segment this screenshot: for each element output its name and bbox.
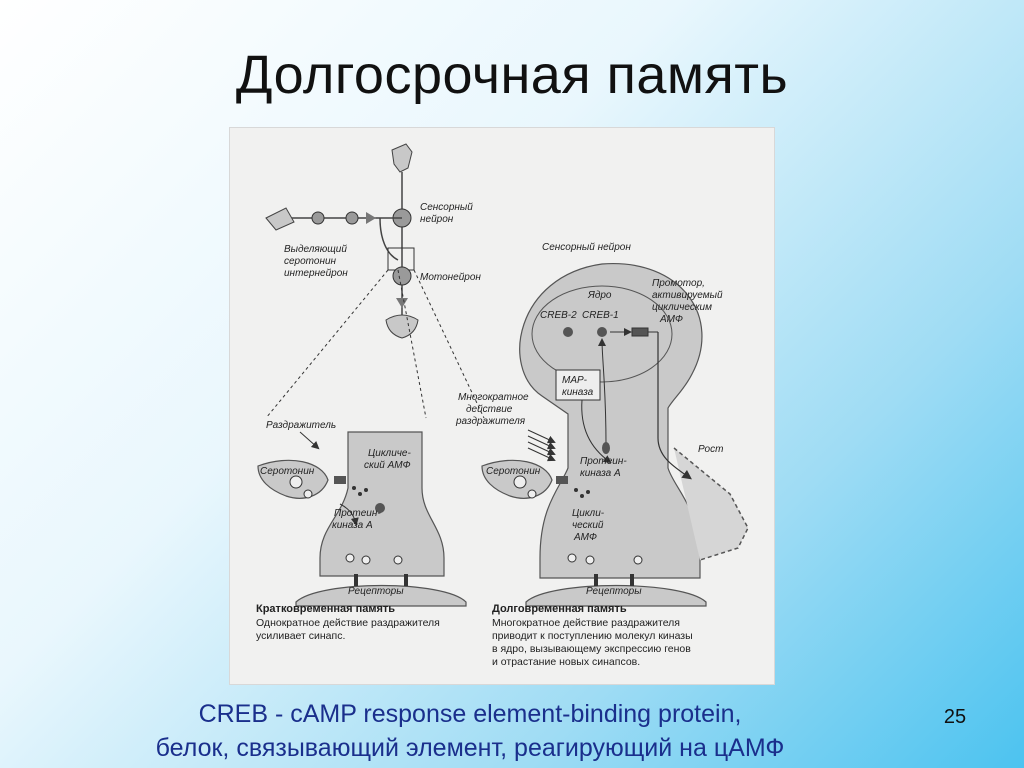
caption-long-term: Долговременная память Многократное дейст…	[492, 603, 693, 668]
label-interneuron-3: интернейрон	[284, 268, 348, 279]
caption-short-title: Кратковременная память	[256, 603, 395, 615]
label-sensory-neuron-right: Сенсорный нейрон	[542, 242, 631, 253]
label-camp-left-2: ский АМФ	[364, 460, 411, 471]
creb1-molecule	[597, 327, 607, 337]
memory-diagram: Сенсорный нейрон Выделяющий серотонин ин…	[229, 127, 775, 685]
caption-long-1: Многократное действие раздражителя	[492, 617, 680, 629]
repeated-stimulus-arrows	[527, 429, 556, 462]
label-creb1: CREB-1	[582, 310, 619, 321]
label-repeated-3: раздражителя	[455, 416, 526, 427]
label-promoter-3: циклическим	[652, 302, 712, 313]
label-repeated-2: действие	[466, 404, 513, 415]
short-term-synapse: Раздражитель Серотонин Цикличе- ский АМФ…	[257, 420, 467, 607]
label-motoneuron: Мотонейрон	[420, 272, 481, 283]
label-creb2: CREB-2	[540, 310, 577, 321]
label-growth: Рост	[698, 444, 723, 455]
label-map-kinase-1: MAP-	[562, 375, 588, 386]
label-promoter-1: Промотор,	[652, 278, 705, 289]
label-interneuron-1: Выделяющий	[284, 244, 347, 255]
caption-short-1: Однократное действие раздражителя	[256, 617, 440, 629]
label-pka-left-1: Протеин-	[334, 508, 381, 519]
slide-number: 25	[943, 706, 967, 728]
footer-line-2: белок, связывающий элемент, реагирующий …	[155, 734, 785, 762]
caption-long-3: в ядро, вызывающему экспрессию генов	[492, 643, 691, 655]
label-pka-right-1: Протеин-	[580, 456, 627, 467]
caption-long-title: Долговременная память	[492, 603, 627, 615]
sensory-neuron-large: Сенсорный нейрон Ядро Промотор, активиру…	[519, 242, 749, 579]
label-pka-right-2: киназа А	[580, 468, 621, 479]
label-serotonin-right: Серотонин	[486, 466, 541, 477]
sensory-receptor-shape	[391, 143, 413, 173]
skin-shape	[265, 207, 295, 231]
label-camp-left-1: Цикличе-	[368, 448, 411, 459]
footer-line-1: CREB - cAMP response element-binding pro…	[198, 700, 742, 728]
label-camp-right-3: АМФ	[573, 532, 597, 543]
label-promoter-2: активируемый	[652, 290, 723, 301]
label-map-kinase-2: киназа	[562, 387, 594, 398]
label-sensory-neuron: Сенсорный	[420, 202, 473, 213]
effector-organ-shape	[385, 314, 419, 339]
slide-title: Долгосрочная память	[235, 45, 789, 105]
label-serotonin-left: Серотонин	[260, 466, 315, 477]
label-sensory-neuron-2: нейрон	[420, 214, 454, 225]
label-promoter-4: АМФ	[659, 314, 683, 325]
label-receptors-left: Рецепторы	[348, 586, 404, 597]
promoter-gene	[631, 327, 649, 337]
label-stimulus: Раздражитель	[266, 420, 336, 431]
label-camp-right-2: ческий	[572, 520, 604, 531]
label-pka-left-2: киназа А	[332, 520, 373, 531]
motoneuron-body	[392, 266, 412, 286]
creb2-molecule	[563, 327, 573, 337]
caption-short-term: Кратковременная память Однократное дейст…	[256, 603, 440, 642]
label-repeated-1: Многократное	[458, 392, 529, 403]
label-interneuron-2: серотонин	[284, 256, 337, 267]
caption-long-2: приводит к поступлению молекул киназы	[492, 630, 693, 642]
long-term-synapse: Серотонин Рецепторы	[481, 459, 707, 607]
caption-long-4: и отрастание новых синапсов.	[492, 656, 640, 668]
label-camp-right-1: Цикли-	[572, 508, 605, 519]
neural-circuit: Сенсорный нейрон Выделяющий серотонин ин…	[265, 143, 481, 339]
caption-short-2: усиливает синапс.	[256, 630, 345, 642]
label-nucleus: Ядро	[587, 290, 612, 301]
map-kinase-box	[555, 369, 601, 401]
label-receptors-right: Рецепторы	[586, 586, 642, 597]
